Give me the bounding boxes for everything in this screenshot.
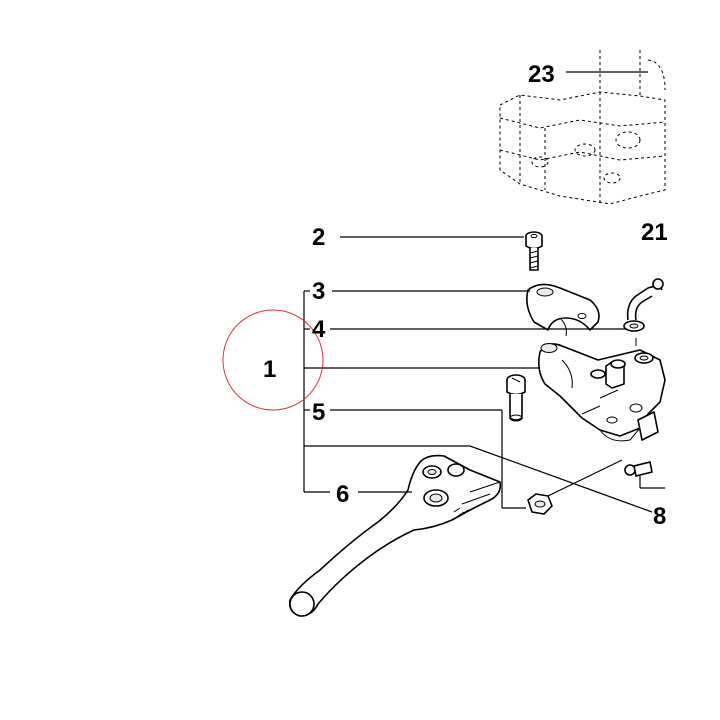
callout-3: 3: [312, 278, 325, 305]
callout-8: 8: [653, 503, 666, 530]
highlight-circle: [222, 309, 324, 411]
callout-1: 1: [263, 356, 276, 383]
part-6-lever: [288, 454, 502, 617]
callout-6: 6: [336, 481, 349, 508]
part-5-pivot-pin: [506, 374, 526, 422]
group-bracket: [303, 290, 330, 493]
adjuster-screw: [624, 461, 653, 477]
leader-8: [304, 445, 653, 513]
callout-4: 4: [312, 316, 326, 343]
part-2-screw: [525, 231, 543, 271]
part-3-clamp-half: [526, 283, 600, 337]
part-23-clamp: [499, 50, 666, 205]
callout-2: 2: [312, 224, 325, 251]
callout-23: 23: [528, 61, 555, 88]
callout-5: 5: [312, 399, 325, 426]
nut: [527, 493, 553, 515]
part-21-fitting: [623, 278, 664, 346]
master-cylinder-body: [538, 343, 666, 442]
leader-nut-to-screw: [547, 459, 623, 497]
callout-21: 21: [641, 219, 668, 246]
